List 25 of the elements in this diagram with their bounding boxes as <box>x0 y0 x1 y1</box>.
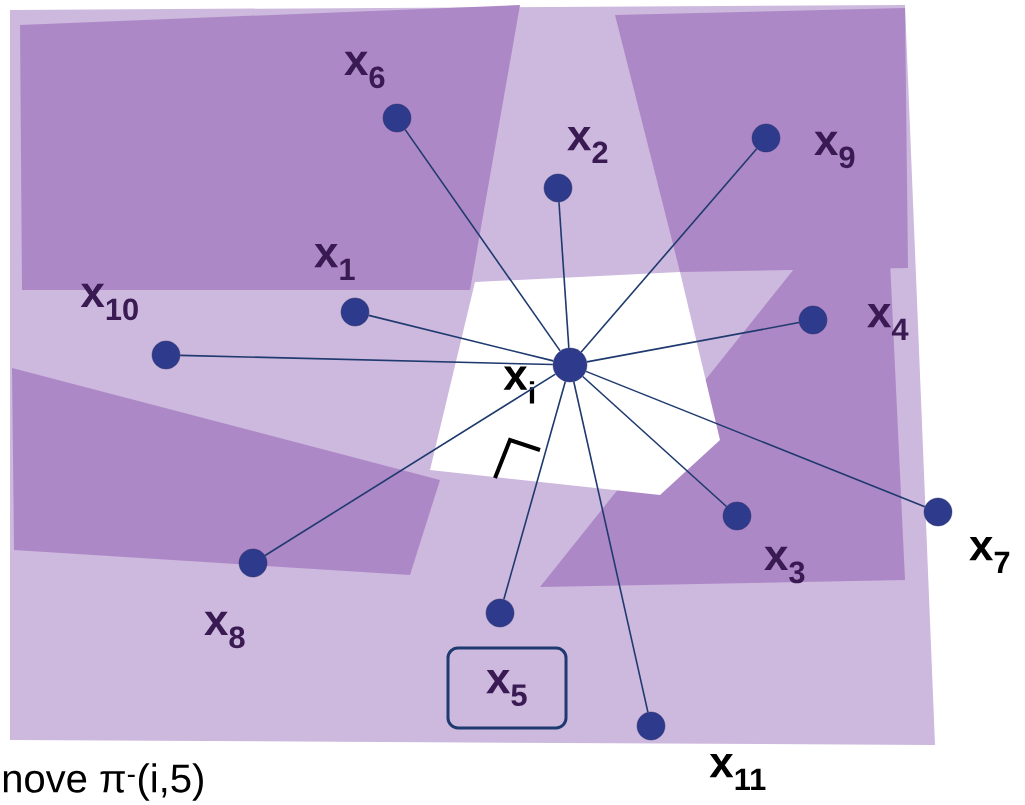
point-label: x$_{4}$ <box>867 304 909 340</box>
point-label: x$_{6}$ <box>344 51 385 89</box>
point-label: x$_{2}$ <box>567 126 608 164</box>
connector-line <box>503 380 567 601</box>
connector-line <box>586 321 800 363</box>
point-label: x$_{7}$ <box>969 537 1010 573</box>
point <box>485 598 515 628</box>
label-box: x$_{5}$ <box>446 646 568 730</box>
connector-line <box>558 201 570 349</box>
connector-line <box>572 380 649 713</box>
point-label: x$_{1}$ <box>314 244 355 280</box>
caption-text: nove π$^{-}$(i,5) <box>3 763 203 801</box>
connector-line <box>404 128 561 352</box>
point-label: x$_{10}$ <box>80 283 138 321</box>
connector-line <box>581 375 728 508</box>
connector-line <box>179 354 554 366</box>
point-label: x$_{9}$ <box>814 131 855 169</box>
connector-line <box>368 314 555 362</box>
connector-line <box>585 370 926 508</box>
connector-line <box>264 373 557 557</box>
point-label: x$_{8}$ <box>204 611 245 649</box>
point-label: x$_{i}$ <box>503 366 535 404</box>
connector-line <box>580 147 758 353</box>
point-label: x$_{3}$ <box>764 546 805 584</box>
point-label: x$_{11}$ <box>709 754 766 790</box>
